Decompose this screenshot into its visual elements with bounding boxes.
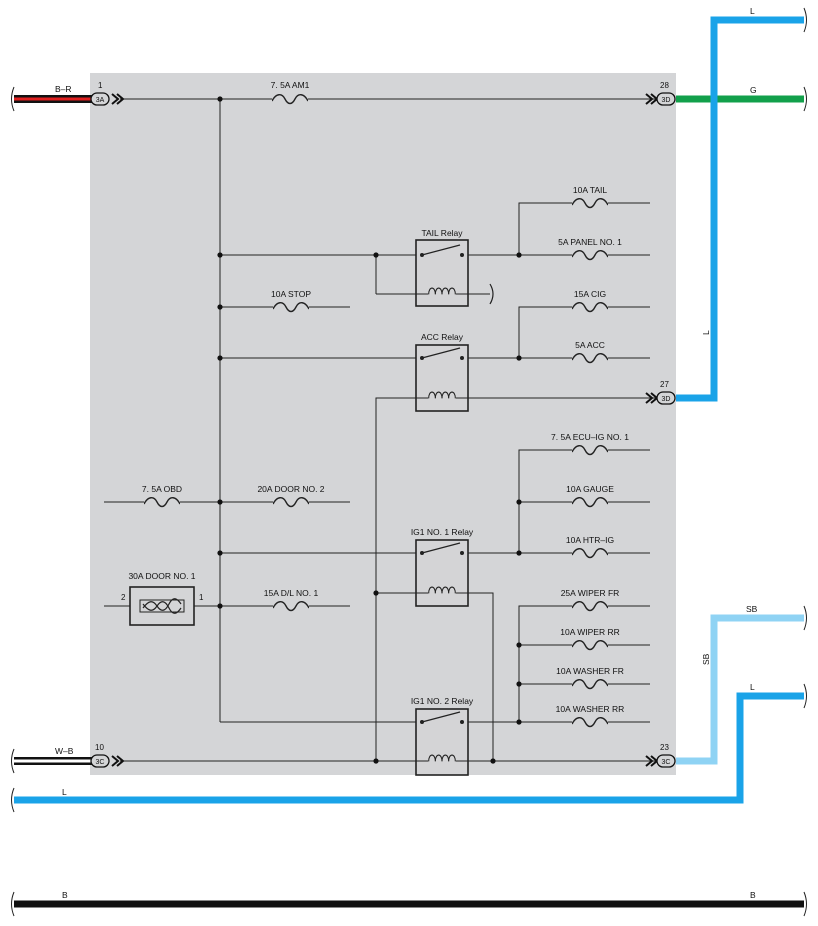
svg-text:10A WASHER RR: 10A WASHER RR	[556, 704, 625, 714]
connector-10-3c: 3C 10	[90, 743, 125, 768]
svg-text:7. 5A AM1: 7. 5A AM1	[271, 80, 310, 90]
connector-27-3d: 3D 27	[645, 380, 676, 405]
fuse-htr-ig: 10A HTR–IG	[566, 535, 614, 559]
svg-text:IG1 NO. 2 Relay: IG1 NO. 2 Relay	[411, 696, 474, 706]
svg-text:TAIL Relay: TAIL Relay	[421, 228, 463, 238]
fuse-obd: 7. 5A OBD	[142, 484, 182, 508]
svg-text:1: 1	[199, 593, 204, 602]
wire-b: B B	[11, 890, 807, 917]
svg-text:1: 1	[98, 81, 103, 90]
svg-text:3C: 3C	[662, 759, 671, 766]
svg-text:10A STOP: 10A STOP	[271, 289, 311, 299]
svg-text:10: 10	[95, 743, 104, 752]
wire-sb: SB SB	[676, 604, 807, 765]
wire-l-upper: L L	[676, 6, 807, 402]
fuse-door-no1: 30A DOOR NO. 1 2 1	[121, 571, 204, 626]
wire-l-lower: L L	[11, 682, 807, 813]
wire-label-g: G	[750, 85, 757, 95]
wire-label-l-top: L	[750, 6, 755, 16]
fuse-acc: 5A ACC	[572, 340, 608, 364]
wire-label-sb: SB	[746, 604, 758, 614]
fuse-washer-fr: 10A WASHER FR	[556, 666, 624, 690]
svg-text:27: 27	[660, 380, 669, 389]
connector-28-3d: 3D 28	[645, 81, 676, 106]
wire-label-l-vertical: L	[701, 330, 711, 335]
svg-text:3D: 3D	[662, 97, 671, 104]
svg-text:10A TAIL: 10A TAIL	[573, 185, 607, 195]
svg-text:10A HTR–IG: 10A HTR–IG	[566, 535, 614, 545]
svg-text:2: 2	[121, 593, 126, 602]
fuse-panel-no1: 5A PANEL NO. 1	[558, 237, 622, 261]
relay-ig1-no2: IG1 NO. 2 Relay	[411, 696, 474, 776]
wire-w-b: W–B	[11, 746, 92, 774]
svg-text:5A ACC: 5A ACC	[575, 340, 605, 350]
svg-text:25A WIPER FR: 25A WIPER FR	[561, 588, 620, 598]
fuse-washer-rr: 10A WASHER RR	[556, 704, 625, 728]
svg-text:30A DOOR NO. 1: 30A DOOR NO. 1	[128, 571, 195, 581]
svg-text:5A PANEL NO. 1: 5A PANEL NO. 1	[558, 237, 622, 247]
svg-text:10A GAUGE: 10A GAUGE	[566, 484, 614, 494]
relay-tail: TAIL Relay	[415, 228, 469, 307]
fuse-ecu-ig-no1: 7. 5A ECU–IG NO. 1	[551, 432, 629, 456]
wire-label-b-r: B–R	[55, 84, 72, 94]
relay-acc: ACC Relay	[415, 332, 469, 412]
junction-dots	[217, 96, 522, 764]
svg-text:7. 5A OBD: 7. 5A OBD	[142, 484, 182, 494]
relay-ig1-no1: IG1 NO. 1 Relay	[411, 527, 474, 607]
svg-text:15A CIG: 15A CIG	[574, 289, 606, 299]
svg-text:IG1 NO. 1 Relay: IG1 NO. 1 Relay	[411, 527, 474, 537]
wire-label-b-left: B	[62, 890, 68, 900]
svg-text:3C: 3C	[96, 759, 105, 766]
svg-text:3A: 3A	[96, 97, 105, 104]
svg-text:20A DOOR NO. 2: 20A DOOR NO. 2	[257, 484, 324, 494]
wire-b-r: B–R	[11, 84, 92, 112]
connector-1-3a: 3A 1	[90, 81, 125, 106]
svg-text:3D: 3D	[662, 396, 671, 403]
svg-text:10A WASHER FR: 10A WASHER FR	[556, 666, 624, 676]
fuse-tail: 10A TAIL	[572, 185, 608, 209]
wire-label-w-b: W–B	[55, 746, 74, 756]
fuse-wiper-fr: 25A WIPER FR	[561, 588, 620, 612]
fuse-dl-no1: 15A D/L NO. 1	[264, 588, 319, 612]
wire-g: G	[676, 85, 807, 112]
svg-text:10A WIPER RR: 10A WIPER RR	[560, 627, 620, 637]
svg-text:15A D/L NO. 1: 15A D/L NO. 1	[264, 588, 319, 598]
fuse-stop: 10A STOP	[271, 289, 311, 313]
fuse-gauge: 10A GAUGE	[566, 484, 614, 508]
wire-label-sb-vertical: SB	[701, 653, 711, 665]
svg-text:23: 23	[660, 743, 669, 752]
junction-block-panel	[90, 73, 676, 775]
connector-23-3c: 3C 23	[645, 743, 676, 768]
fuse-door-no2: 20A DOOR NO. 2	[257, 484, 325, 508]
svg-text:ACC Relay: ACC Relay	[421, 332, 464, 342]
fuse-cig: 15A CIG	[572, 289, 608, 313]
wire-label-l-right: L	[750, 682, 755, 692]
fuse-wiper-rr: 10A WIPER RR	[560, 627, 620, 651]
svg-text:28: 28	[660, 81, 669, 90]
wire-label-l-bottom: L	[62, 787, 67, 797]
wire-label-b-right: B	[750, 890, 756, 900]
fuse-am1: 7. 5A AM1	[271, 80, 310, 105]
svg-text:7. 5A ECU–IG NO. 1: 7. 5A ECU–IG NO. 1	[551, 432, 629, 442]
